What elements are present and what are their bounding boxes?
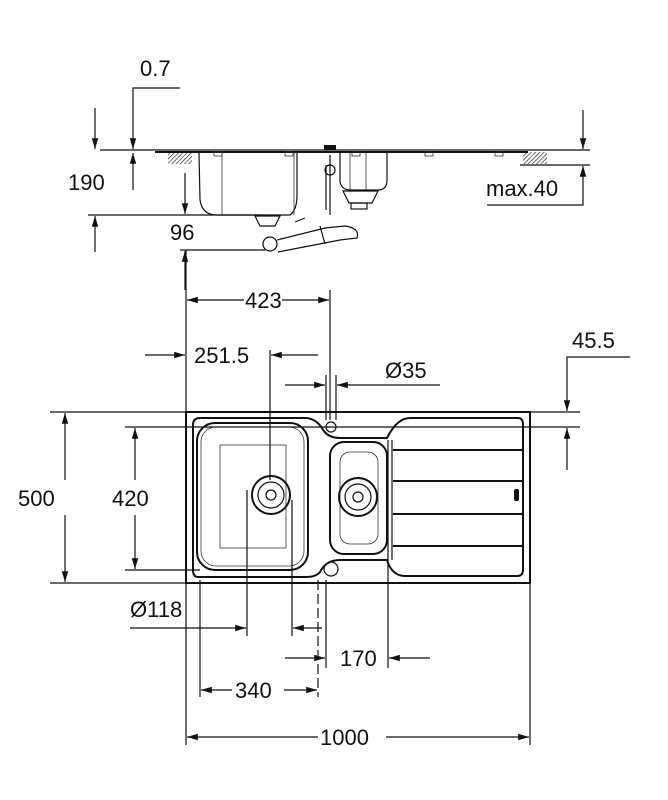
main-bowl-floor bbox=[219, 444, 287, 549]
small-drain bbox=[338, 477, 378, 517]
dim-depth: 190 bbox=[68, 170, 105, 195]
small-bowl-inner bbox=[339, 451, 379, 545]
dim-drain-offset: 96 bbox=[170, 220, 194, 245]
dim-leader bbox=[487, 166, 587, 206]
drain-center bbox=[265, 489, 277, 501]
dim-tap-hole-offset: 45.5 bbox=[572, 328, 615, 353]
worktop-clip-left bbox=[168, 152, 192, 164]
dim-tap-hole-diameter: Ø35 bbox=[385, 358, 427, 383]
small-bowl bbox=[329, 441, 388, 555]
dim-overall-depth: 500 bbox=[18, 486, 55, 511]
main-drain bbox=[251, 475, 291, 515]
drain-strainer bbox=[344, 483, 372, 511]
dim-bowl-center: 251.5 bbox=[194, 343, 249, 368]
dim-drain-diameter: Ø118 bbox=[130, 597, 182, 622]
dim-thickness: 0.7 bbox=[140, 56, 171, 81]
dim-tap-hole-position: 423 bbox=[245, 288, 282, 313]
mounting-clips bbox=[213, 151, 504, 157]
main-bowl-profile bbox=[198, 152, 298, 216]
dim-main-bowl-width: 340 bbox=[235, 678, 272, 703]
overflow bbox=[323, 561, 339, 577]
dim-leader bbox=[563, 356, 630, 411]
extension-lines bbox=[50, 250, 580, 745]
dim-leader bbox=[129, 87, 180, 149]
waste-assembly bbox=[254, 145, 379, 253]
drainer-grooves bbox=[391, 440, 522, 560]
side-view: 0.7 190 96 max.40 bbox=[68, 56, 590, 290]
plan-view: 423 251.5 Ø35 45.5 500 420 Ø118 170 340 bbox=[18, 250, 630, 750]
drain-center bbox=[352, 491, 364, 503]
main-bowl bbox=[196, 422, 309, 571]
drain-strainer bbox=[257, 481, 285, 509]
dim-small-bowl-width: 170 bbox=[340, 646, 377, 671]
small-bowl-profile bbox=[339, 153, 388, 191]
dim-bowl-depth: 420 bbox=[112, 486, 149, 511]
dim-overall-width: 1000 bbox=[320, 725, 369, 750]
sink-inner-rim bbox=[192, 417, 524, 578]
worktop-clip-right bbox=[523, 152, 547, 164]
dim-worktop-max: max.40 bbox=[486, 176, 558, 201]
